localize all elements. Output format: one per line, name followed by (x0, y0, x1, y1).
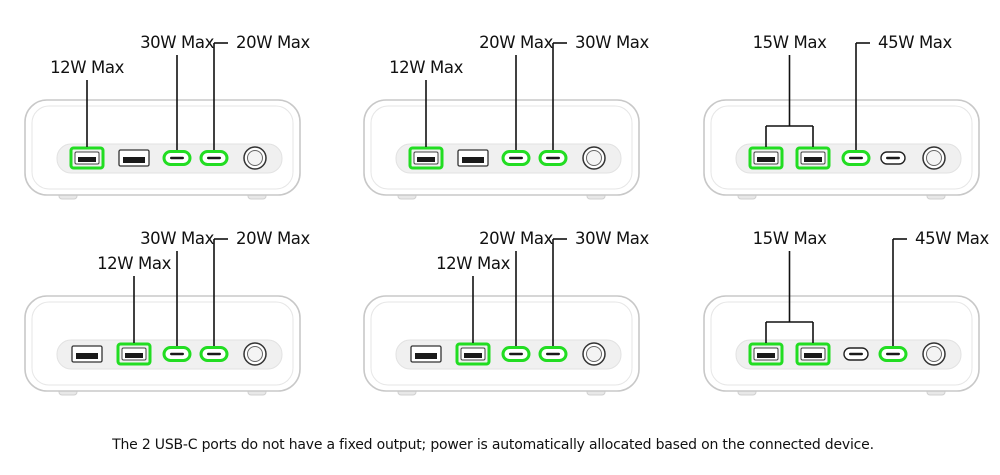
usb-a-highlight (116, 342, 152, 366)
port-output-label: 15W Max (753, 33, 828, 52)
usb-a-tongue (464, 353, 482, 358)
power-bank-diagram: 15W Max 45W Max (703, 229, 990, 396)
power-button-inner (926, 346, 942, 362)
device-body-inner (370, 301, 633, 386)
device-body-inner (31, 301, 294, 386)
usb-c-tongue (546, 156, 560, 160)
port-output-label: 30W Max (575, 33, 650, 52)
usb-c-tongue (546, 352, 560, 356)
usb-a-tongue (757, 353, 775, 358)
port-output-label: 12W Max (97, 254, 172, 273)
usb-c-tongue (207, 156, 221, 160)
power-bank-diagram: 12W Max 20W Max 30W Max (363, 229, 650, 396)
usb-a-highlight (748, 342, 784, 366)
usb-a-highlight (69, 146, 105, 170)
usb-c-tongue (886, 352, 900, 356)
usb-a-highlight (795, 146, 831, 170)
usb-a-tongue (76, 353, 98, 359)
usb-a-highlight (408, 146, 444, 170)
power-button-inner (247, 150, 263, 166)
power-button-inner (247, 346, 263, 362)
port-output-label: 20W Max (236, 229, 311, 248)
usb-c-tongue (509, 352, 523, 356)
port-output-label: 30W Max (140, 229, 215, 248)
usb-c-tongue (170, 156, 184, 160)
port-output-label: 20W Max (479, 229, 554, 248)
power-button-inner (926, 150, 942, 166)
power-button-inner (586, 150, 602, 166)
device-body-inner (370, 105, 633, 190)
diagram-grid: 12W Max 30W Max 20W Max 12W Max 20W Max 30W M… (24, 33, 990, 396)
usb-c-tongue (886, 156, 900, 160)
port-output-label: 12W Max (50, 58, 125, 77)
usb-c-tongue (509, 156, 523, 160)
port-output-label: 30W Max (140, 33, 215, 52)
usb-a-tongue (123, 157, 145, 163)
footnote-text: The 2 USB-C ports do not have a fixed ou… (111, 437, 874, 453)
port-output-label: 45W Max (878, 33, 953, 52)
usb-a-tongue (125, 353, 143, 358)
device-body-inner (31, 105, 294, 190)
device-body-inner (710, 105, 973, 190)
port-output-label: 20W Max (479, 33, 554, 52)
port-output-label: 12W Max (389, 58, 464, 77)
port-output-label: 15W Max (753, 229, 828, 248)
power-bank-diagram: 15W Max 45W Max (703, 33, 980, 200)
power-bank-diagram: 12W Max 30W Max 20W Max (24, 33, 311, 200)
port-output-label: 20W Max (236, 33, 311, 52)
usb-a-tongue (462, 157, 484, 163)
usb-c-tongue (849, 352, 863, 356)
usb-c-tongue (170, 352, 184, 356)
usb-a-tongue (804, 353, 822, 358)
power-button-inner (586, 346, 602, 362)
port-output-label: 30W Max (575, 229, 650, 248)
device-body-inner (710, 301, 973, 386)
usb-c-tongue (207, 352, 221, 356)
port-output-label: 12W Max (436, 254, 511, 273)
usb-a-tongue (804, 157, 822, 162)
power-bank-diagram: 12W Max 20W Max 30W Max (363, 33, 650, 200)
usb-a-highlight (748, 146, 784, 170)
port-output-label: 45W Max (915, 229, 990, 248)
power-bank-diagram: 12W Max 30W Max 20W Max (24, 229, 311, 396)
usb-a-tongue (757, 157, 775, 162)
usb-a-tongue (415, 353, 437, 359)
usb-a-tongue (417, 157, 435, 162)
usb-a-tongue (78, 157, 96, 162)
usb-c-tongue (849, 156, 863, 160)
usb-a-highlight (795, 342, 831, 366)
usb-a-highlight (455, 342, 491, 366)
